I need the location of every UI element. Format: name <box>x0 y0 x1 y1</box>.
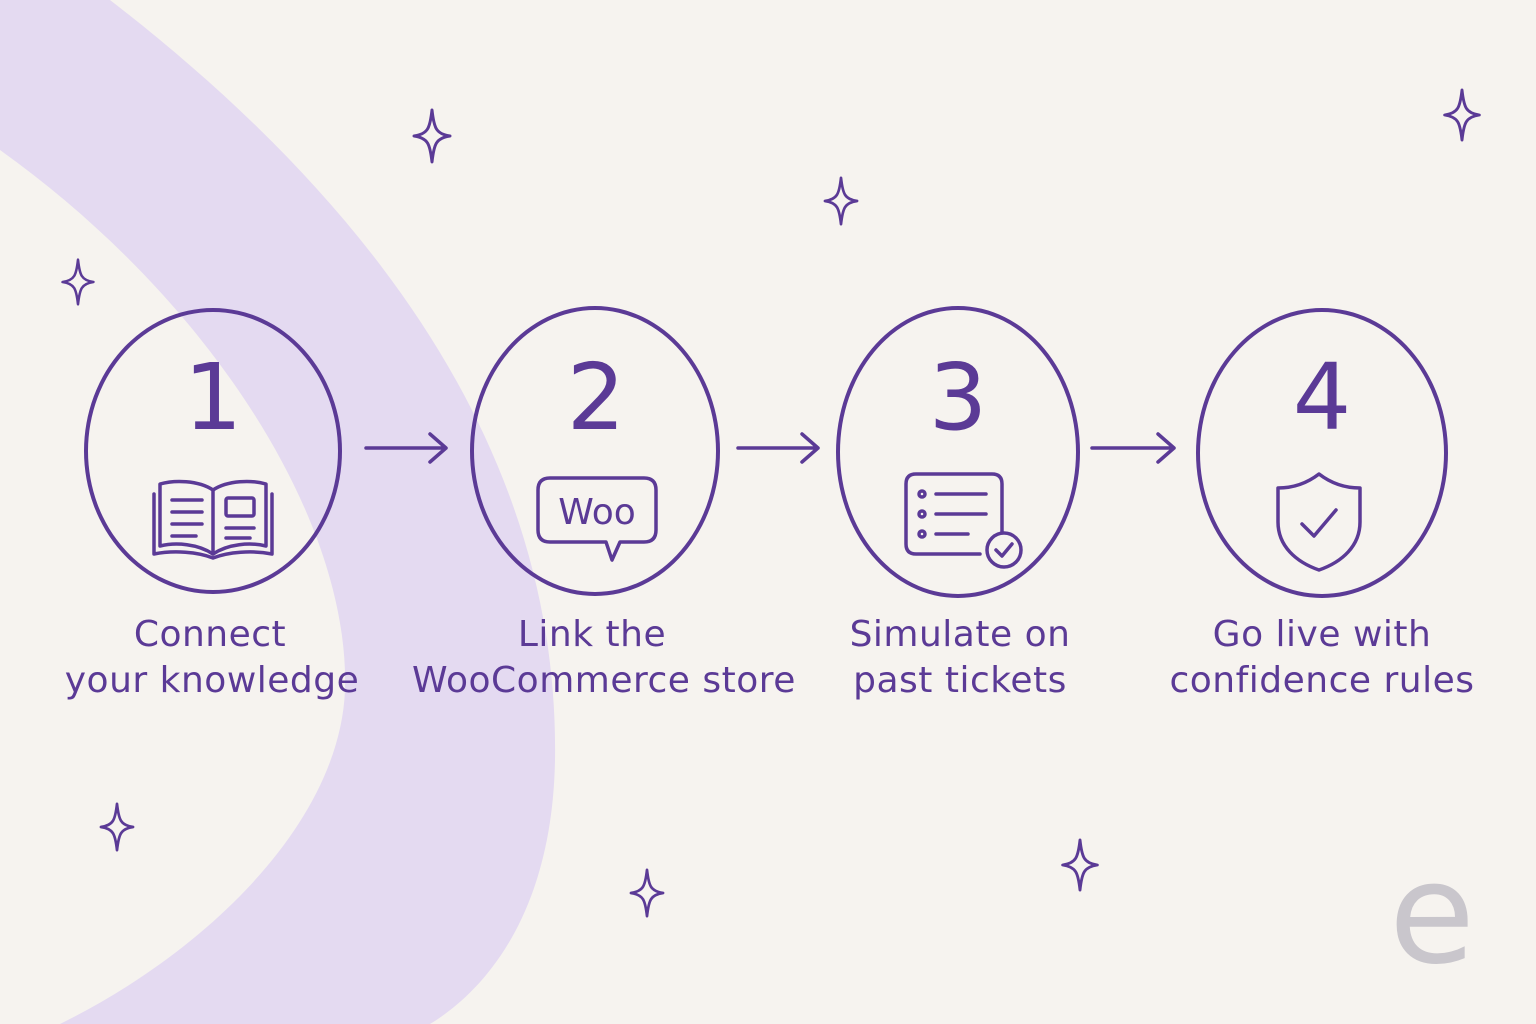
step-label-line-1: Go live with <box>1212 614 1432 655</box>
arrow-right-icon <box>1090 432 1176 464</box>
woo-icon-text: Woo <box>558 492 636 533</box>
woo-chat-bubble-icon: Woo <box>536 476 658 562</box>
step-3: 3 Simulate on past tickets <box>778 0 1138 1024</box>
step-number: 2 <box>566 344 626 451</box>
step-label: Link the WooCommerce store <box>412 612 796 704</box>
step-2: 2 Woo Link the WooCommerce store <box>412 0 795 1024</box>
step-number: 3 <box>928 344 988 451</box>
step-label-line-2: past tickets <box>853 660 1067 701</box>
sparkle-icon <box>412 108 452 164</box>
step-label-line-2: your knowledge <box>64 660 360 701</box>
step-label-line-1: Simulate on <box>849 614 1071 655</box>
step-circle <box>836 306 1080 598</box>
logo: e <box>1388 833 1476 996</box>
step-label-line-1: Connect <box>133 614 287 655</box>
step-number: 1 <box>183 344 243 451</box>
step-4: 4 Go live with confidence rules <box>1142 0 1502 1024</box>
step-number: 4 <box>1292 344 1352 451</box>
step-circle <box>84 308 342 594</box>
step-label-line-2: confidence rules <box>1169 660 1475 701</box>
sparkle-icon <box>1061 838 1099 892</box>
open-book-icon <box>152 479 274 560</box>
arrow-right-icon <box>736 432 820 464</box>
step-circle <box>1196 308 1448 598</box>
checklist-check-icon <box>904 472 1023 569</box>
sparkle-icon <box>1443 88 1481 142</box>
step-label-line-1: Link the <box>517 614 667 655</box>
sparkle-icon <box>823 176 859 226</box>
step-label-line-2: WooCommerce store <box>412 660 796 701</box>
sparkle-icon <box>99 802 135 852</box>
step-1: 1 Connect your knowledge <box>34 0 394 1024</box>
sparkle-icon <box>61 258 95 306</box>
arrow-right-icon <box>364 432 448 464</box>
sparkle-icon <box>629 868 665 918</box>
step-circle <box>470 306 720 596</box>
step-label: Go live with confidence rules <box>1142 612 1502 704</box>
step-label: Simulate on past tickets <box>780 612 1140 704</box>
step-label: Connect your knowledge <box>32 612 392 704</box>
shield-check-icon <box>1276 472 1362 572</box>
